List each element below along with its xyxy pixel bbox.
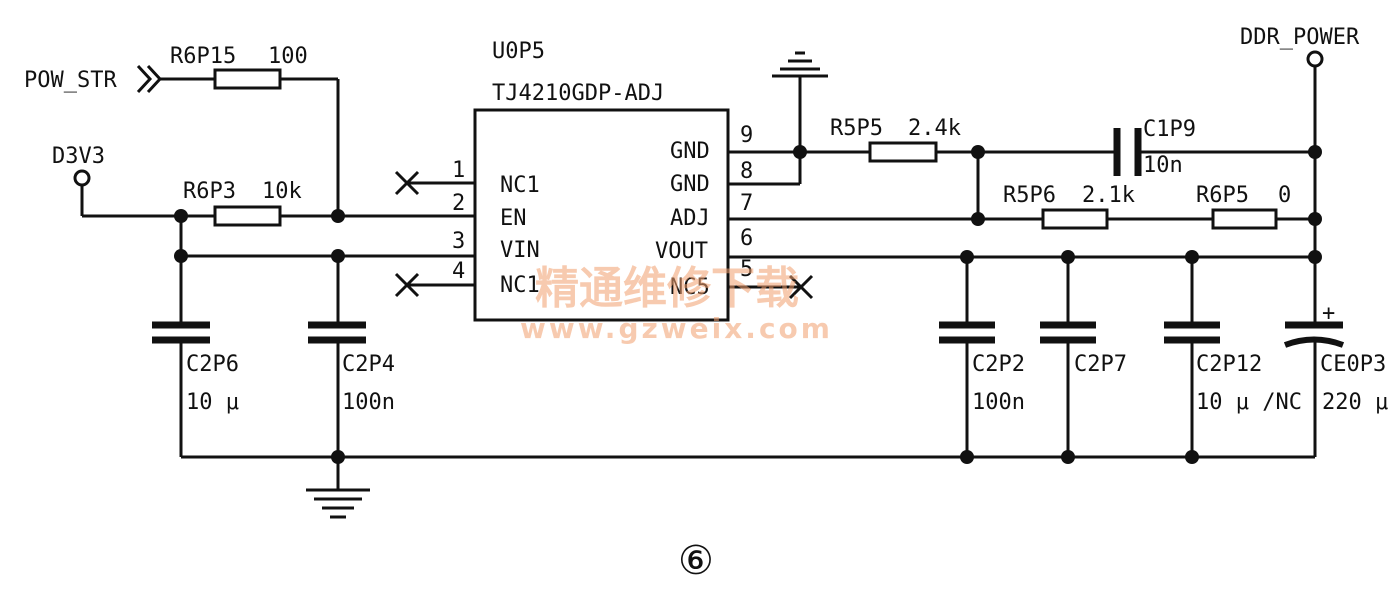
resistor-body [868, 141, 938, 163]
port-arrow-icon [136, 64, 153, 94]
no-connect-x-icon [394, 272, 420, 298]
capacitor-value: 100n [342, 390, 395, 415]
capacitor-value: 220 μ [1322, 390, 1388, 415]
resistor-value: 100 [268, 44, 308, 69]
pin-name: NC1 [500, 173, 540, 198]
capacitor-value: 10 μ [186, 390, 239, 415]
net-label-ddr-power: DDR_POWER [1240, 25, 1360, 50]
resistor-value: 2.1k [1082, 183, 1135, 208]
pin-number: 1 [452, 158, 465, 183]
net-label-d3v3: D3V3 [52, 144, 105, 169]
capacitor-c2p12: C2P12 10 μ /NC [1164, 321, 1302, 415]
pin-number: 9 [740, 123, 753, 148]
capacitor-c2p6: C2P6 10 μ [152, 321, 239, 415]
net-pow-str: POW_STR [24, 64, 163, 94]
polarized-plate [1283, 336, 1345, 348]
watermark-url: www.gzweix.com [520, 312, 833, 345]
resistor-r6p5: R6P5 0 [1196, 183, 1291, 230]
capacitor-ref: C2P12 [1196, 352, 1262, 377]
capacitor-ref: C2P6 [186, 352, 239, 377]
resistor-ref: R6P5 [1196, 183, 1249, 208]
resistor-ref: R5P5 [830, 116, 883, 141]
polarity-mark: + [1322, 301, 1335, 326]
port-circle-icon [1306, 50, 1324, 68]
resistor-body [1211, 208, 1278, 230]
pin-name: GND [670, 172, 710, 197]
pin-name: GND [670, 139, 710, 164]
ic-u0p5: U0P5 TJ4210GDP-ADJ 1 NC1 2 EN 3 VIN 4 NC… [452, 39, 753, 322]
resistor-r5p6: R5P6 2.1k [1003, 183, 1135, 230]
resistor-r5p5: R5P5 2.4k [830, 116, 961, 163]
capacitor-ref: CE0P3 [1320, 352, 1386, 377]
resistor-r6p3: R6P3 10k [183, 179, 302, 227]
no-connect-x-icon [394, 170, 420, 196]
pin-number: 5 [740, 257, 753, 282]
watermark: 精通维修下载 www.gzweix.com [520, 263, 833, 345]
pin-name: EN [500, 206, 527, 231]
port-arrow-icon [146, 64, 163, 94]
wires [80, 66, 1317, 490]
capacitor-value: 100n [972, 390, 1025, 415]
ground-bottom-icon [306, 488, 370, 519]
pin-number: 6 [740, 226, 753, 251]
capacitor-c2p2: C2P2 100n [939, 321, 1025, 415]
pin-name: ADJ [670, 206, 710, 231]
pin-number: 2 [452, 191, 465, 216]
watermark-cn: 精通维修下载 [535, 263, 799, 314]
pin-number: 7 [740, 191, 753, 216]
resistor-value: 0 [1278, 183, 1291, 208]
pin-number: 8 [740, 159, 753, 184]
pin-number: 3 [452, 229, 465, 254]
capacitor-ref: C2P7 [1074, 352, 1127, 377]
capacitor-c1p9: C1P9 10n [1113, 117, 1196, 178]
junction-dots [174, 145, 1322, 464]
figure-number: ⑥ [678, 538, 714, 584]
no-connect-x-icon [788, 274, 814, 300]
net-label-pow-str: POW_STR [24, 68, 117, 93]
capacitor-value: 10 μ /NC [1196, 390, 1302, 415]
capacitor-ce0p3: + CE0P3 220 μ [1283, 301, 1388, 415]
ic-body [473, 108, 730, 322]
capacitor-c2p4: C2P4 100n [308, 321, 395, 415]
capacitor-ref: C2P4 [342, 352, 395, 377]
resistor-ref: R6P3 [183, 179, 236, 204]
resistor-value: 2.4k [908, 116, 961, 141]
resistor-body [213, 205, 282, 227]
capacitor-c2p7: C2P7 [1040, 321, 1127, 377]
pin-number: 4 [452, 259, 465, 284]
ic-ref: U0P5 [492, 39, 545, 64]
pin-name: VIN [500, 238, 540, 263]
net-ddr-power: DDR_POWER [1240, 25, 1360, 68]
port-circle-icon [73, 169, 91, 187]
capacitor-ref: C2P2 [972, 352, 1025, 377]
ic-part: TJ4210GDP-ADJ [492, 81, 664, 106]
net-d3v3: D3V3 [52, 144, 105, 187]
resistor-ref: R5P6 [1003, 183, 1056, 208]
resistor-r6p15: R6P15 100 [170, 44, 308, 90]
ground-top-icon [772, 51, 828, 78]
resistor-body [213, 68, 282, 90]
pin-name: VOUT [655, 239, 708, 264]
no-connect-marks [394, 170, 814, 300]
capacitor-ref: C1P9 [1143, 117, 1196, 142]
capacitor-value: 10n [1143, 153, 1183, 178]
resistor-body [1041, 208, 1109, 230]
pin-name: NC5 [670, 275, 710, 300]
resistor-value: 10k [262, 179, 302, 204]
resistor-ref: R6P15 [170, 44, 236, 69]
pin-name: NC1 [500, 273, 540, 298]
